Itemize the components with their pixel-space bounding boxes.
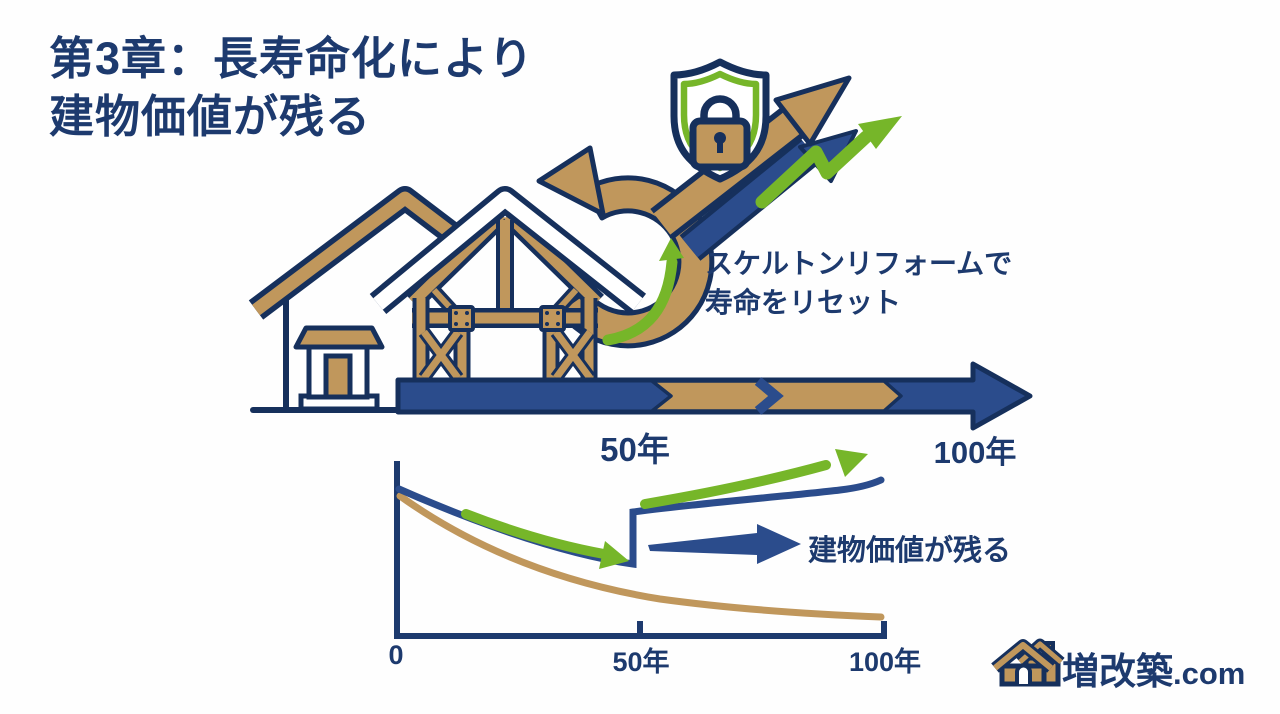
chart-axis-label-0: 0 [388, 640, 404, 670]
logo-name: 増改築 [1062, 651, 1173, 692]
timeline-label-50: 50年 [600, 431, 670, 468]
reset-callout-line1: スケルトンリフォームで [705, 248, 1013, 279]
chart-axis-label-100: 100年 [848, 647, 922, 677]
shield-lock-icon [670, 58, 770, 183]
value-remains-label: 建物価値が残る [808, 535, 1012, 567]
page-title: 第3章：長寿命化により 建物価値が残る [49, 30, 534, 146]
page-title-line1: 第3章：長寿命化により [49, 33, 535, 84]
logo-house-icon [991, 638, 1065, 687]
green-zigzag-arrow-icon [755, 116, 902, 209]
skeleton-house-icon [369, 186, 647, 382]
joint-plate-icon [539, 305, 566, 332]
tan-growth-arrowhead-icon [773, 75, 852, 147]
page-title-line2: 建物価値が残る [49, 91, 372, 142]
small-house-icon [248, 186, 463, 413]
reset-callout: スケルトンリフォームで 寿命をリセット [705, 244, 1012, 322]
timeline-arrow [395, 361, 1033, 431]
logo-text: 増改築.com [1062, 641, 1245, 695]
timeline-label-100: 100年 [933, 435, 1017, 470]
logo-tld: .com [1173, 656, 1246, 691]
reset-callout-line2: 寿命をリセット [705, 287, 902, 318]
value-chart [394, 449, 887, 639]
navy-growth-arrow-icon [679, 129, 858, 261]
value-remains-arrow-icon [648, 524, 801, 564]
green-rise-arrow-icon [640, 449, 868, 509]
joint-plate-icon [448, 305, 475, 332]
green-decline-arrow-icon [461, 509, 629, 569]
chart-axis-label-50: 50年 [612, 647, 670, 677]
